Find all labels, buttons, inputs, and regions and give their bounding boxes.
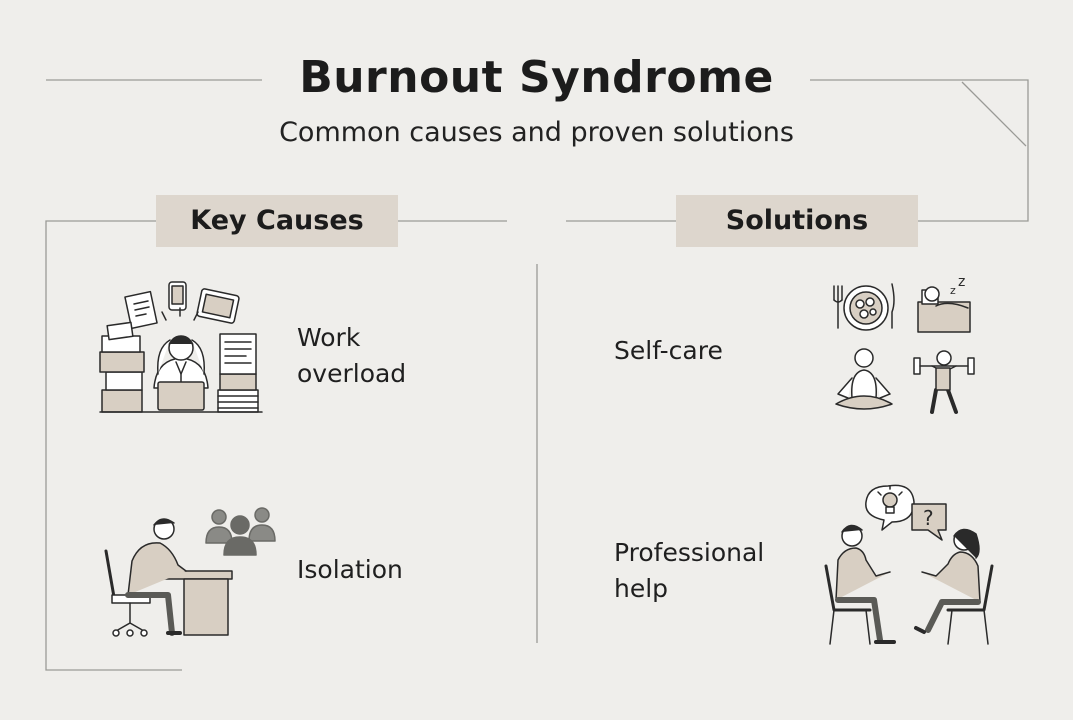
solutions-heading: Solutions	[676, 195, 918, 247]
meditation-icon	[835, 348, 893, 410]
cause-label-work-overload: Work overload	[297, 320, 406, 392]
page-subtitle: Common causes and proven solutions	[279, 117, 794, 148]
therapy-session-icon: ?	[824, 484, 994, 645]
cause-label-line: Isolation	[297, 555, 403, 584]
exercise-icon	[913, 350, 975, 414]
lightbulb-icon	[865, 484, 915, 531]
solution-label-line: help	[614, 574, 669, 603]
solution-label-line: Professional	[614, 538, 765, 567]
person-seated-left	[824, 524, 896, 645]
cause-label-line: overload	[297, 359, 407, 388]
sleep-icon: z z	[917, 274, 971, 333]
cause-label-isolation: Isolation	[297, 552, 403, 588]
self-care-icons: z z	[833, 274, 975, 414]
solution-label-professional-help: Professional help	[614, 535, 764, 607]
healthy-food-icon	[833, 283, 895, 331]
person-seated-right	[914, 528, 994, 645]
question-bubble-icon: ?	[911, 503, 947, 541]
solution-label-self-care: Self-care	[614, 333, 723, 369]
svg-text:z: z	[958, 274, 965, 290]
page-title: Burnout Syndrome	[299, 52, 774, 103]
stressed-worker-icon	[99, 281, 263, 413]
solution-label-line: Self-care	[614, 336, 723, 365]
causes-heading: Key Causes	[156, 195, 398, 247]
cause-label-line: Work	[297, 323, 361, 352]
svg-text:z: z	[950, 284, 956, 297]
isolated-worker-icon	[104, 507, 276, 637]
svg-text:?: ?	[923, 506, 934, 530]
